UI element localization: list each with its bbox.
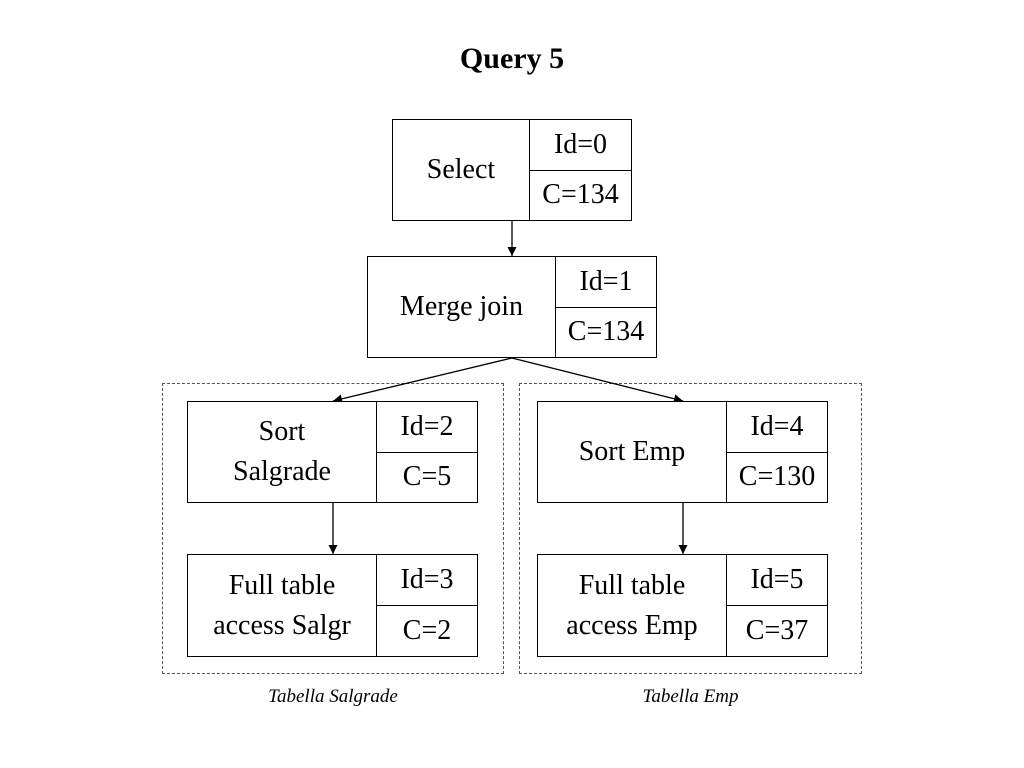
group-emp: [519, 383, 862, 674]
node-label: Full table access Emp: [538, 555, 727, 656]
node-cost: C=2: [402, 615, 452, 646]
node-label: Full table access Salgr: [188, 555, 377, 656]
node-cost: C=134: [567, 316, 645, 348]
node-id: Id=4: [727, 402, 827, 453]
node-id: Id=3: [377, 555, 477, 606]
node-label: Merge join: [368, 257, 556, 357]
node-select: Select Id=0 C=134: [392, 119, 632, 221]
node-cost: C=5: [402, 461, 452, 493]
node-cost: C=130: [738, 461, 816, 493]
node-id: Id=1: [556, 257, 656, 308]
group-salgrade: [162, 383, 504, 674]
node-id: Id=5: [727, 555, 827, 606]
edge-merge-sort-emp: [511, 357, 684, 404]
node-full-table-access-emp: Full table access Emp Id=5 C=37: [537, 554, 828, 657]
node-label: Sort Emp: [538, 402, 727, 502]
edge-merge-sort-salgrade: [332, 357, 513, 404]
node-merge-join: Merge join Id=1 C=134: [367, 256, 657, 358]
node-id: Id=0: [530, 120, 631, 171]
group-label-salgrade: Tabella Salgrade: [268, 686, 398, 707]
node-sort-emp: Sort Emp Id=4 C=130: [537, 401, 828, 503]
node-label: Select: [393, 120, 530, 220]
group-label-emp: Tabella Emp: [642, 686, 739, 707]
node-id: Id=2: [377, 402, 477, 453]
diagram-title: Query 5: [459, 42, 565, 75]
node-cost: C=134: [542, 179, 619, 211]
node-cost: C=37: [745, 615, 809, 646]
node-full-table-access-salgr: Full table access Salgr Id=3 C=2: [187, 554, 478, 657]
node-sort-salgrade: Sort Salgrade Id=2 C=5: [187, 401, 478, 503]
node-label: Sort Salgrade: [188, 402, 377, 502]
